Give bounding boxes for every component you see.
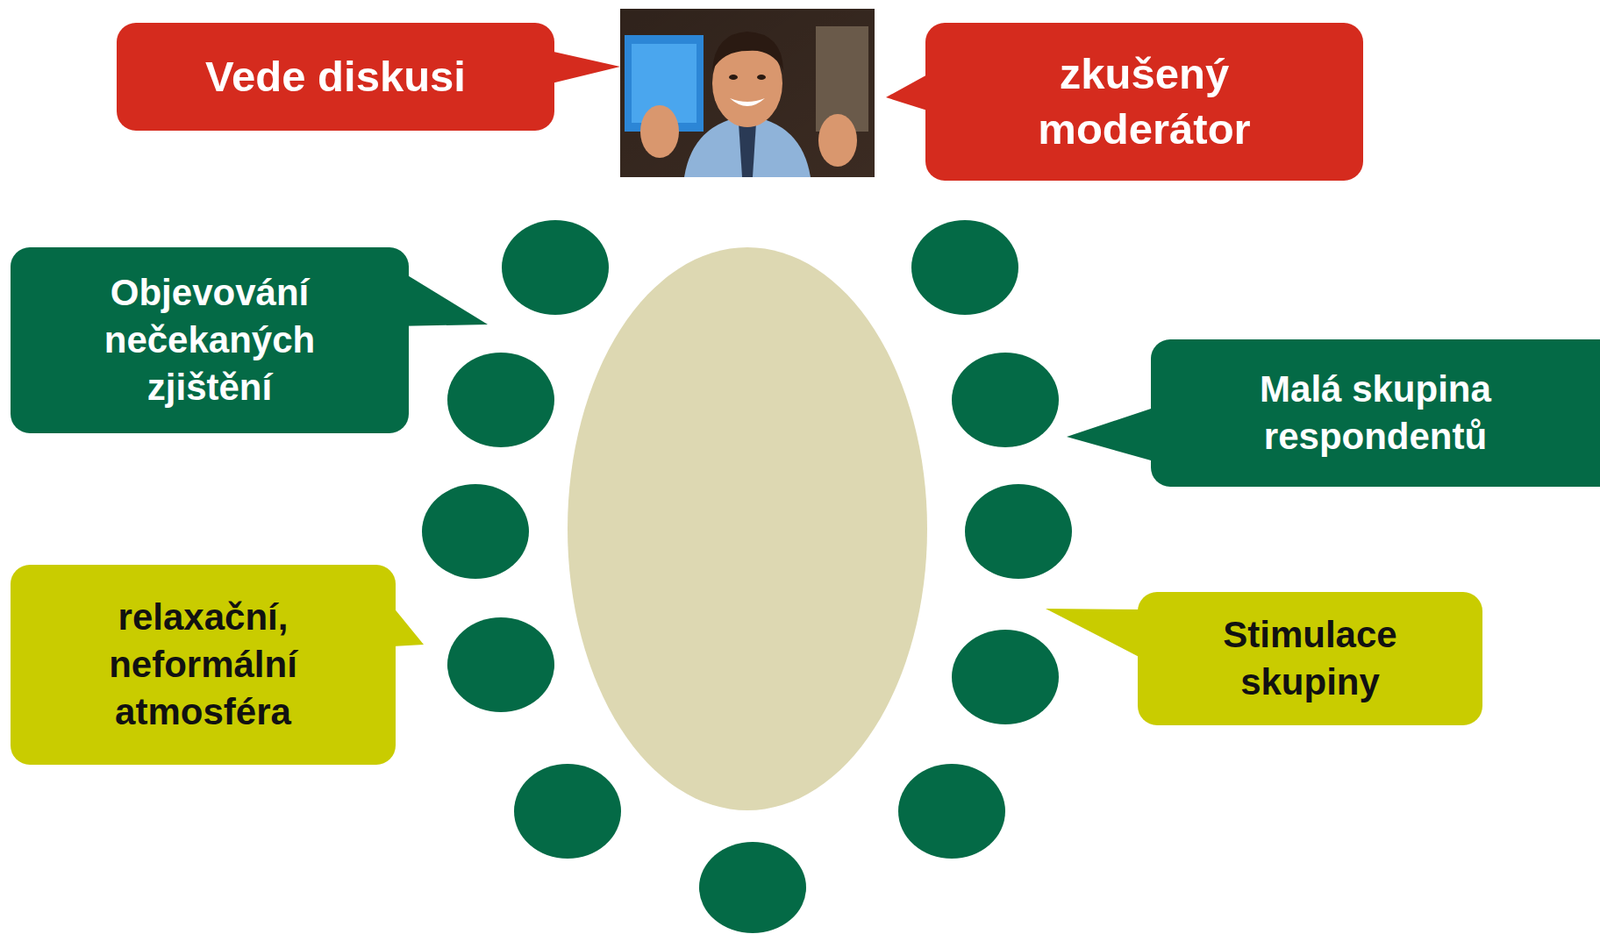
seat	[898, 764, 1006, 859]
callout-text: Stimulace skupiny	[1187, 611, 1434, 707]
callout-text: relaxační, neformální atmosféra	[71, 593, 336, 736]
seat	[501, 220, 609, 315]
seat	[514, 764, 622, 859]
seat	[447, 352, 555, 448]
callout-box: Malá skupina respondentů	[1150, 339, 1600, 487]
seat	[699, 842, 807, 934]
callout-box: relaxační, neformální atmosféra	[10, 564, 396, 765]
callout-box: Objevování nečekaných zjištění	[10, 247, 409, 434]
seat	[447, 617, 555, 713]
table-ellipse	[567, 247, 928, 811]
callout-box: Stimulace skupiny	[1137, 592, 1483, 726]
callout-text: zkušený moderátor	[1017, 46, 1272, 157]
seats	[421, 220, 1072, 934]
seat	[911, 220, 1019, 315]
callout-text: Malá skupina respondentů	[1226, 365, 1525, 461]
seat	[951, 629, 1059, 725]
seat	[951, 352, 1059, 448]
seat	[421, 484, 529, 579]
moderator-photo	[620, 8, 875, 178]
callout-box: Vede diskusi	[116, 22, 555, 131]
callout-text: Objevování nečekaných zjištění	[78, 269, 342, 411]
callout-text: Vede diskusi	[205, 49, 466, 105]
seat	[964, 484, 1072, 579]
callout-tail	[1045, 608, 1150, 663]
callout-box: zkušený moderátor	[925, 22, 1364, 181]
